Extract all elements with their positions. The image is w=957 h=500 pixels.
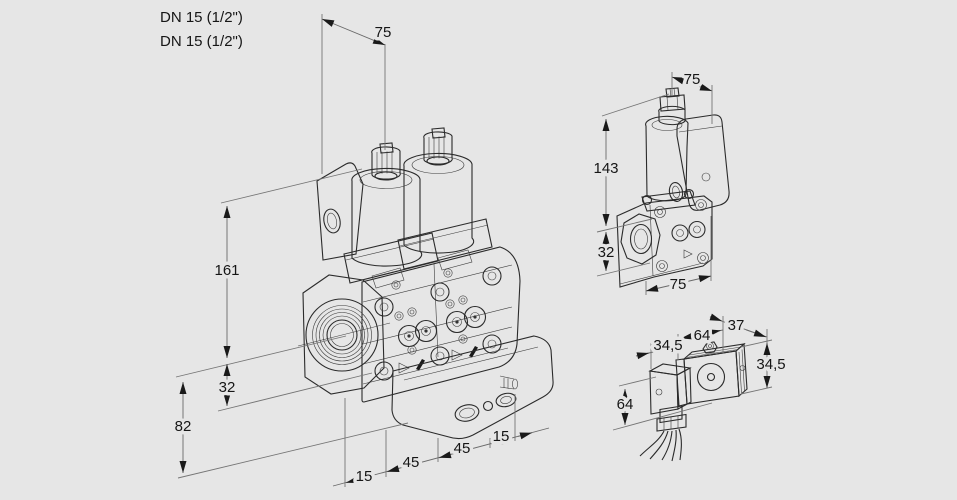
dim-side-bottom-width: 75 (670, 276, 687, 293)
coil-illustration (639, 341, 748, 462)
port-label-2: DN 15 (1/2") (160, 33, 243, 50)
side-valve-drawing: 75 143 32 75 (590, 68, 730, 297)
dim-coil-length: 64 (694, 327, 711, 344)
mounting-bracket (316, 162, 364, 261)
main-valve-dimensions: 75 161 32 82 15 45 45 15 (171, 14, 550, 489)
dim-side-port-offset: 32 (598, 244, 615, 261)
valve-body-side (616, 195, 713, 288)
dim-main-base-height: 82 (175, 418, 192, 435)
actuator-cover (676, 114, 730, 211)
flow-arrow-icon (398, 346, 478, 374)
dim-coil-connector-height: 64 (617, 396, 634, 413)
dim-main-top-width: 75 (375, 24, 392, 41)
cable-connector (649, 370, 679, 415)
flange-port (297, 274, 394, 395)
solenoid-coil-right (397, 127, 493, 270)
main-valve-drawing: 75 161 32 82 15 45 45 15 DN 15 (1/2") DN… (160, 9, 554, 489)
dim-main-port-offset: 32 (219, 379, 236, 396)
dim-coil-top-depth: 37 (728, 317, 745, 334)
cable-gland (656, 413, 687, 432)
dim-side-height: 143 (593, 160, 618, 177)
dim-coil-front-depth: 34,5 (653, 337, 682, 354)
port-label-1: DN 15 (1/2") (160, 9, 243, 26)
dim-chain-15a: 15 (356, 468, 373, 485)
cable-wires (639, 428, 682, 462)
coil-body (683, 350, 740, 405)
valve-body (361, 246, 521, 403)
dim-side-top-width: 75 (684, 71, 701, 88)
bleed-stub (499, 375, 515, 390)
coil-clip (702, 341, 718, 354)
side-valve-dimensions: 75 143 32 75 (590, 68, 713, 297)
dim-chain-45b: 45 (454, 440, 471, 457)
coil-dimensions: 37 64 34,5 34,5 64 (612, 314, 789, 431)
port-bosses (397, 305, 487, 348)
flange-boss (620, 213, 661, 265)
main-valve-illustration (297, 127, 554, 440)
flow-arrow-icon (683, 249, 693, 259)
dim-coil-side-height: 34,5 (756, 356, 785, 373)
coil-cylinder (645, 115, 689, 202)
coil-drawing: 37 64 34,5 34,5 64 (612, 314, 789, 462)
dim-chain-15b: 15 (493, 428, 510, 445)
dim-chain-45a: 45 (403, 454, 420, 471)
solenoid-coil-left (343, 142, 439, 284)
small-screws (391, 268, 468, 355)
regulator-block (391, 335, 554, 440)
dim-main-height: 161 (214, 262, 239, 279)
side-valve-illustration (616, 87, 730, 288)
valve-cap (659, 94, 686, 112)
